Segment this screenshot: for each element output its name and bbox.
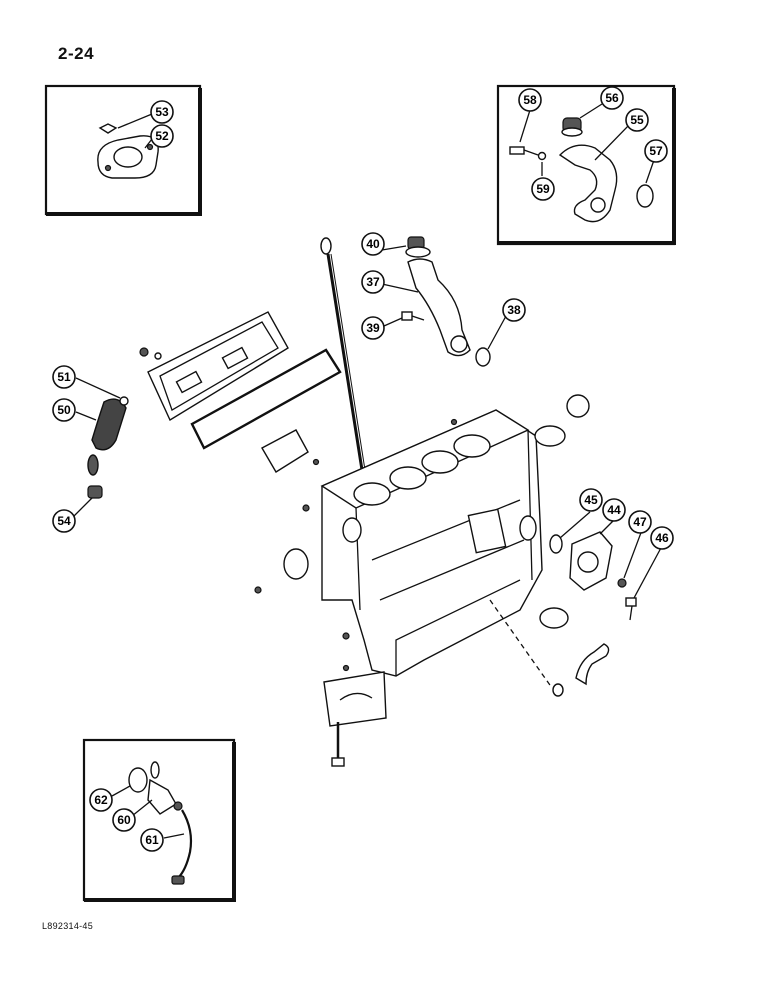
callout-51: 51 (52, 365, 76, 389)
svg-text:52: 52 (155, 129, 169, 143)
callout-45: 45 (579, 488, 603, 512)
filler-bolt-part (401, 311, 425, 321)
front-seal-part (539, 607, 569, 629)
callout-59: 59 (531, 177, 555, 201)
callout-44: 44 (602, 498, 626, 522)
callout-58: 58 (518, 88, 542, 112)
svg-text:57: 57 (649, 144, 663, 158)
block-heater-part (147, 761, 183, 815)
heater-o-ring-part (128, 767, 148, 793)
expansion-plug-part (566, 394, 590, 418)
svg-text:55: 55 (630, 113, 644, 127)
flange-gasket-part (97, 135, 159, 179)
callout-56: 56 (600, 86, 624, 110)
callout-61: 61 (140, 828, 164, 852)
callout-57: 57 (644, 139, 668, 163)
small-plugs-part (254, 418, 458, 640)
pump-bolt-part (625, 597, 637, 621)
side-cover-plate-part (261, 429, 309, 473)
callout-39: 39 (361, 316, 385, 340)
callout-54: 54 (52, 509, 76, 533)
breather-hose-part (87, 398, 127, 499)
main-bearing-bolt-part (331, 722, 345, 767)
inset-box-top-right (496, 84, 676, 246)
svg-text:47: 47 (633, 515, 647, 529)
tappet-cover-part (147, 311, 289, 422)
callout-47: 47 (628, 510, 652, 534)
callout-37: 37 (361, 270, 385, 294)
callout-55: 55 (625, 108, 649, 132)
svg-text:58: 58 (523, 93, 537, 107)
svg-text:46: 46 (655, 531, 669, 545)
page-number: 2-24 (58, 44, 95, 63)
oil-suction-tube-part (575, 643, 610, 686)
engine-block-part (320, 409, 543, 677)
main-bearing-cap-part (323, 671, 387, 727)
cover-screw-part (139, 347, 162, 360)
svg-text:39: 39 (366, 321, 380, 335)
svg-text:40: 40 (366, 237, 380, 251)
callout-46: 46 (650, 526, 674, 550)
callout-53: 53 (150, 100, 174, 124)
svg-text:38: 38 (507, 303, 521, 317)
callout-60: 60 (112, 808, 136, 832)
svg-text:45: 45 (584, 493, 598, 507)
tappet-cover-gasket-part (190, 348, 342, 450)
callout-52: 52 (150, 124, 174, 148)
nut-part (537, 151, 547, 161)
svg-text:56: 56 (605, 91, 619, 105)
svg-text:59: 59 (536, 182, 550, 196)
svg-text:60: 60 (117, 813, 131, 827)
svg-text:53: 53 (155, 105, 169, 119)
callout-38: 38 (502, 298, 526, 322)
oil-pump-part (569, 531, 613, 591)
inset-box-bottom-left (82, 738, 236, 902)
inset-box-top-left (44, 84, 202, 216)
rear-seal-part (283, 548, 309, 580)
breather-tube-part (558, 144, 618, 223)
svg-text:37: 37 (366, 275, 380, 289)
dipstick-part (320, 237, 366, 471)
svg-text:54: 54 (57, 514, 71, 528)
cam-bushing-part (534, 425, 566, 447)
svg-text:51: 51 (57, 370, 71, 384)
bolt-part (509, 146, 539, 156)
washer-part (98, 123, 118, 134)
svg-text:61: 61 (145, 833, 159, 847)
pump-o-ring-part (549, 534, 563, 554)
hose-clamp-part (119, 396, 129, 406)
callout-40: 40 (361, 232, 385, 256)
oil-filler-tube-part (407, 258, 471, 357)
suction-o-ring-part (552, 683, 564, 697)
dowel-part (342, 664, 350, 672)
oil-filler-cap-part (405, 236, 431, 258)
filler-o-ring-part (475, 347, 491, 367)
svg-text:44: 44 (607, 503, 621, 517)
callout-62: 62 (89, 788, 113, 812)
o-ring-part (636, 184, 654, 208)
figure-id: L892314-45 (42, 921, 94, 931)
svg-text:50: 50 (57, 403, 71, 417)
heater-cord-part (171, 809, 193, 885)
pump-nut-part (617, 578, 627, 588)
breather-cap-part (561, 117, 583, 137)
svg-text:62: 62 (94, 793, 108, 807)
callout-50: 50 (52, 398, 76, 422)
